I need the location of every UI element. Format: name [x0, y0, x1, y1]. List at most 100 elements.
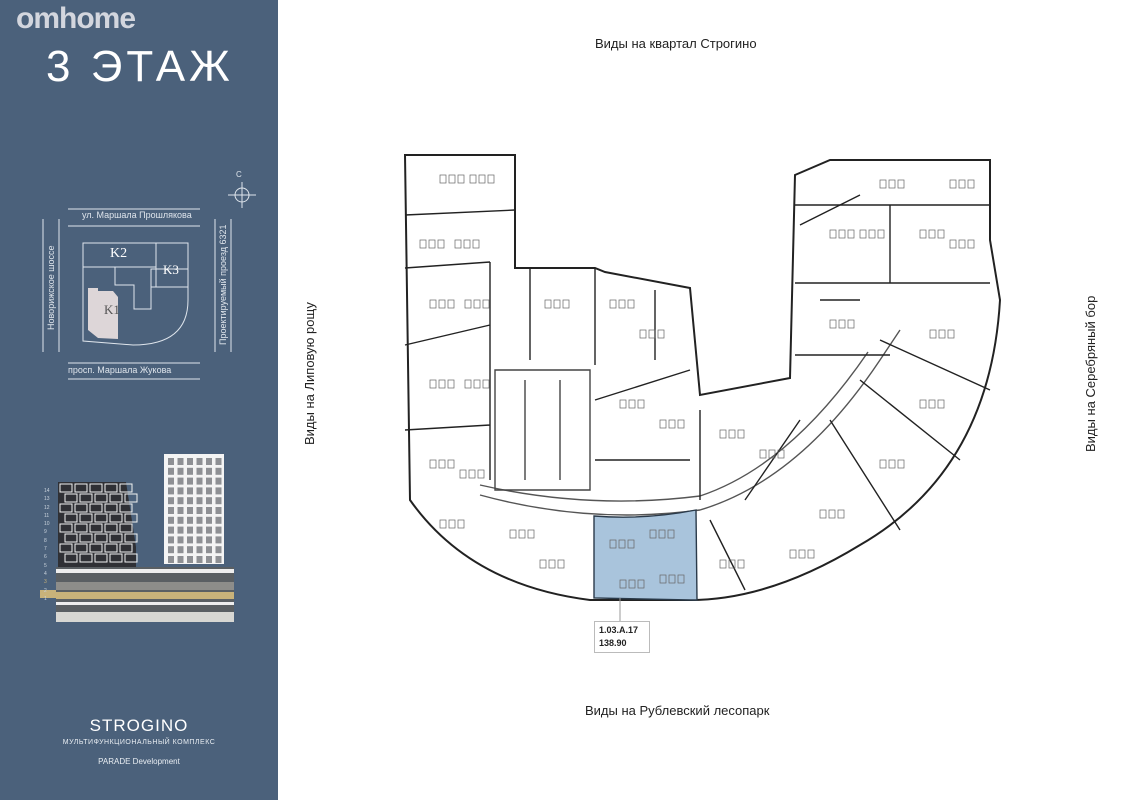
floor-number[interactable]: 6 — [44, 554, 47, 561]
floor-number[interactable]: 9 — [44, 529, 47, 536]
selected-unit-highlight[interactable] — [593, 509, 698, 601]
desk — [648, 329, 656, 339]
desk — [937, 229, 945, 239]
window — [168, 526, 174, 534]
desk — [419, 239, 427, 249]
desk — [829, 319, 837, 329]
brand-subtitle: МУЛЬТИФУНКЦИОНАЛЬНЫЙ КОМПЛЕКС — [62, 739, 216, 746]
desk — [437, 239, 445, 249]
window — [168, 546, 174, 554]
balcony — [74, 503, 88, 513]
window — [206, 497, 212, 505]
desk — [919, 229, 927, 239]
desk — [472, 239, 480, 249]
desk — [469, 174, 477, 184]
floor-number[interactable]: 4 — [44, 570, 47, 577]
desk — [482, 379, 490, 389]
desk — [868, 229, 876, 239]
floor-number[interactable]: 3 — [44, 579, 47, 586]
balcony — [64, 553, 78, 563]
floor-number[interactable]: 12 — [44, 504, 50, 511]
window — [177, 516, 184, 524]
desk — [877, 229, 885, 239]
developer-name: PARADE Development — [98, 757, 180, 766]
window — [187, 507, 193, 514]
desk — [463, 239, 471, 249]
desk — [949, 239, 957, 249]
desk — [879, 179, 887, 189]
window — [196, 536, 203, 544]
desk — [619, 399, 627, 409]
window — [177, 526, 184, 534]
desk — [649, 529, 657, 539]
floor-number[interactable]: 11 — [44, 512, 50, 519]
desk — [509, 529, 517, 539]
balcony — [59, 543, 73, 553]
site-plan-map — [42, 208, 232, 380]
building-k1[interactable]: K1 — [104, 302, 120, 317]
floor-number[interactable]: 1 — [44, 595, 47, 602]
desk — [618, 539, 626, 549]
desk — [838, 229, 846, 239]
balcony — [94, 533, 108, 543]
desk — [768, 449, 776, 459]
window — [168, 556, 174, 563]
floor-number[interactable]: 7 — [44, 546, 47, 553]
window — [177, 477, 184, 485]
window — [215, 477, 222, 485]
selected-unit-label[interactable]: 1.03.A.17 138.90 — [594, 621, 650, 653]
desk — [438, 299, 446, 309]
balcony — [89, 503, 103, 513]
desk — [628, 399, 636, 409]
window — [187, 516, 193, 524]
window — [215, 497, 222, 505]
balcony — [59, 523, 73, 533]
info-panel: omhome 3 ЭТАЖ С ул. Маршала Прошлякова п… — [0, 0, 278, 800]
desk — [473, 379, 481, 389]
balcony — [89, 483, 103, 493]
desk — [438, 379, 446, 389]
balcony — [119, 523, 133, 533]
desk — [637, 399, 645, 409]
desk — [658, 529, 666, 539]
floor-number[interactable]: 13 — [44, 496, 50, 503]
desk — [429, 459, 437, 469]
window — [215, 467, 222, 475]
window — [196, 507, 203, 514]
desk — [928, 229, 936, 239]
desk — [477, 469, 485, 479]
desk — [888, 179, 896, 189]
desk — [447, 299, 455, 309]
desk — [459, 469, 467, 479]
desk — [619, 579, 627, 589]
window — [177, 458, 184, 465]
desk — [448, 174, 456, 184]
floor-number[interactable]: 10 — [44, 521, 50, 528]
floor-number[interactable]: 2 — [44, 587, 47, 594]
window — [215, 546, 222, 554]
desk — [888, 459, 896, 469]
window — [187, 487, 193, 495]
desk — [627, 539, 635, 549]
desk — [668, 574, 676, 584]
balcony — [94, 513, 108, 523]
balcony — [104, 523, 118, 533]
desk — [958, 239, 966, 249]
desk — [464, 379, 472, 389]
desk — [938, 329, 946, 339]
window — [177, 487, 184, 495]
window — [177, 546, 184, 554]
desk — [937, 399, 945, 409]
window — [215, 526, 222, 534]
building-k2[interactable]: K2 — [110, 246, 128, 261]
floor-number[interactable]: 8 — [44, 537, 47, 544]
desk — [428, 239, 436, 249]
desk — [527, 529, 535, 539]
building-k3[interactable]: K3 — [163, 262, 179, 277]
balcony — [109, 513, 123, 523]
balcony — [79, 553, 93, 563]
window — [206, 487, 212, 495]
floor-number[interactable]: 5 — [44, 562, 47, 569]
floor-number[interactable]: 14 — [44, 488, 50, 494]
